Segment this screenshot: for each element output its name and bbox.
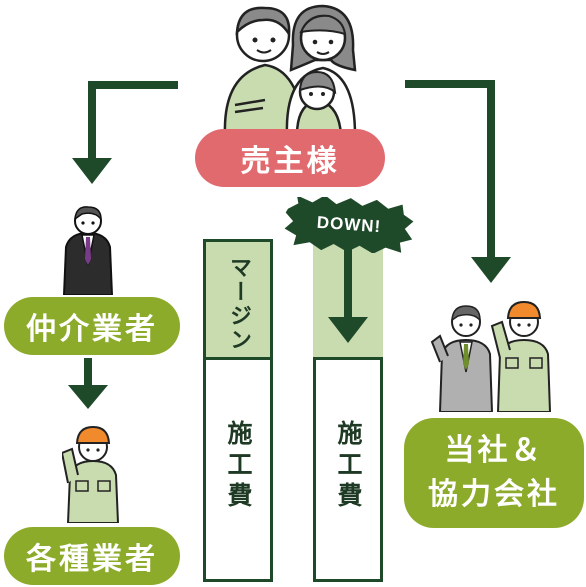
left-cost-box: 施工費	[203, 357, 273, 582]
arrow-seller-to-company-head	[471, 257, 511, 283]
arrow-seller-to-broker-h	[88, 81, 178, 89]
broker-node: 仲介業者	[4, 297, 180, 355]
company-label-line1: 当社＆	[444, 433, 544, 468]
arrow-broker-to-trades-head	[68, 385, 108, 409]
arrow-seller-to-company-h	[405, 80, 495, 88]
businessman-illustration	[62, 206, 114, 295]
down-badge-text: DOWN!	[316, 212, 382, 237]
company-node: 当社＆ 協力会社	[404, 418, 584, 528]
left-cost-label: 施工費	[224, 420, 253, 513]
company-label-line2: 協力会社	[428, 477, 560, 512]
down-arrow-head	[328, 317, 368, 343]
arrow-broker-to-trades-v	[84, 358, 92, 388]
worker-illustration-trades	[62, 425, 120, 523]
family-illustration	[223, 4, 357, 137]
seller-node: 売主様	[195, 129, 385, 187]
margin-label: マージン	[226, 256, 251, 352]
company-workers-illustration	[430, 300, 552, 412]
down-arrow-shaft	[344, 248, 352, 320]
trades-node: 各種業者	[4, 527, 180, 585]
down-badge-shape	[284, 197, 414, 253]
right-cost-label: 施工費	[334, 420, 363, 513]
arrow-seller-to-broker-v	[88, 81, 96, 161]
arrow-seller-to-broker-head	[72, 158, 112, 184]
arrow-seller-to-company-v	[487, 80, 495, 260]
margin-box: マージン	[203, 239, 273, 360]
right-cost-box: 施工費	[313, 357, 383, 582]
